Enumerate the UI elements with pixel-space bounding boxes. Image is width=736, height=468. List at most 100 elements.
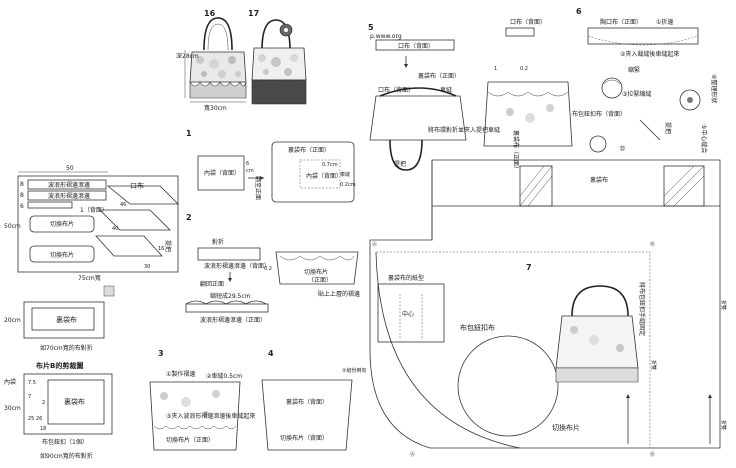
step2-fold: 對折 [212,238,224,246]
anchor-a1: Ⓐ [372,241,377,248]
step3-stitch: ②車縫0.5cm [206,372,242,380]
step1-cm: cm [246,168,254,174]
step5-handle: 提把 [394,160,406,168]
pattern-center: 中心 [402,310,414,318]
handle-label: 提把 [164,240,172,252]
step6-pocket: 胸口布（正面） [600,18,642,26]
step1-lining: 裏袋布（正面） [288,146,330,154]
step1-d02: 0.2cm [340,182,356,188]
step6-fold: ①折邊 [656,18,673,26]
step5-handle-note: 將布環對折並夾入提把車縫 [428,126,500,134]
width-label: 寬30cm [204,104,227,112]
b-title: 布片B的剪裁圖 [36,361,83,370]
pocket-label: 口布 [130,181,144,190]
pattern-button: 布包鈕扣布 [460,323,495,332]
step2-note: 貼上上層的褶邊 [318,290,360,298]
layout-a-height: 50cm [4,223,21,230]
step2-d02: 0.2 [264,266,272,272]
m6: 6 [20,203,24,210]
bag17-illustration [251,19,307,105]
b-h30: 30cm [4,405,21,412]
lining-b2: 裏袋布 [64,397,85,406]
step6-handle: 提把 [664,122,672,134]
step6-knot: ④整理形狀 [710,74,718,103]
step6-shrink: 縮緊 [628,66,640,74]
step3-insert: ③夾入波浪形褶邊滾邊後車縫起來 [166,412,255,420]
step5-lining2: 裏袋布（正面） [512,130,520,172]
step5-pocket: 口布（背面） [398,42,434,50]
inner-b: 內袋 [4,378,16,386]
step3-make: ①製作褶邊 [166,370,195,378]
pattern-fold2: 折雙 [650,360,657,370]
cutting-layout-a: 50 8 波浪形褶邊滾邊 8 波浪形褶邊滾邊 6 1（背面） 口布 46 40 … [4,165,179,297]
pattern-cut: 切換布片 [552,423,580,432]
height-label: 深28cm [176,52,199,60]
step5-pocket2: 口布（背面） [510,18,546,26]
d30: 30 [144,264,150,270]
step4-number: 4 [268,349,274,358]
layout-a-top-dim: 50 [66,165,74,172]
step1-stitch: 車縫 [340,171,350,178]
step1-d07: 0.7cm [322,162,338,168]
anchor-b1: Ⓑ [650,241,655,248]
step-7-pattern: 裏袋布 7 裏袋布的紙型 中心 布包鈕扣布 將布包鈕扣手縫固定 切換布片 Ⓐ Ⓑ… [369,159,727,458]
step6-back: 布包鈕扣布（背面） [572,110,626,118]
ruffle-strip-2: 波浪形褶邊滾邊 [48,192,90,200]
anchor-a2: Ⓐ [410,451,415,458]
b-width2: 如90cm寬的布對折 [40,452,93,460]
step1-d6: 6 [246,161,249,167]
step6-sew: ②夾入裁縫後車縫起來 [620,50,679,58]
step1-turn: 翻至正面 [254,176,262,200]
step2-ruffle2: 波浪形褶邊滾邊（正面） [200,316,266,324]
bag17-label: 17 [248,9,259,18]
n7: 7 [28,394,31,400]
step6-cut: 剪 [620,145,625,152]
bag16-label: 16 [204,9,216,18]
step-4: 4 裏袋布（背面） 切換布片（背面） ②縫份倒向 [261,349,366,451]
n75: 7.5 [28,380,36,386]
step5-bag-face: 口布（背面） [378,86,414,94]
m8b: 8 [20,192,24,199]
pattern-fold: 折雙 [720,300,727,310]
product-illustrations: 16 17 深28cm 寬30cm [176,9,307,112]
step2-cut: 切換布片 [304,268,328,276]
hatch-box-right [663,165,705,207]
bag16-illustration [189,17,247,99]
d46: 46 [120,202,126,208]
d16: 16 [158,246,164,252]
step1-pocket2: 內袋（背面） [306,172,342,180]
n26: 26 [36,416,42,422]
pattern-lining: 裏袋布 [590,176,608,184]
step-2: 2 對折 波浪形褶邊滾邊（背面） 翻回正面 縮短成29.5cm 波浪形褶邊滾邊（… [185,213,360,324]
step5-lining: 裏袋布（正面） [418,72,460,80]
step4-note: ②縫份倒向 [342,367,366,374]
pattern-fold3: 折雙 [720,420,727,430]
step2-cut2: （正面） [308,277,332,284]
step2-ruffle: 波浪形褶邊滾邊（背面） [204,262,270,270]
ruffle-strip-1: 波浪形褶邊滾邊 [48,181,90,189]
step7-number: 7 [526,263,532,272]
hatch-box-left [519,165,553,207]
d40: 40 [112,226,118,232]
finished-bag-sketch [555,285,639,383]
step5-stitch: 車縫 [440,86,452,94]
pattern-handle-note: 將布包鈕扣手縫固定 [638,282,646,336]
lining-b: 裏袋布 [56,315,77,324]
n25: 25 [28,416,34,422]
step5-number: 5 [368,23,374,32]
one-back: 1（背面） [80,206,108,214]
m8a: 8 [20,181,24,188]
cutting-layout-b: 裏袋布 20cm 如70cm寬的布對折 布片B的剪裁圖 裏袋布 內袋 30cm … [4,301,113,460]
strip-2: 切換布片 [50,251,74,259]
step2-turn: 翻回正面 [200,280,224,288]
step-3: 3 ①製作褶邊 ②車縫0.5cm ③夾入波浪形褶邊滾邊後車縫起來 切換布片（正面… [149,349,255,451]
layout-a-width: 75cm寬 [78,274,101,282]
step5-one: 1 [494,66,497,72]
step3-number: 3 [158,349,164,358]
step-6: 6 胸口布（正面） ①折邊 ②夾入裁縫後車縫起來 縮緊 ③拉緊縮縫 ④整理形狀 … [572,7,718,153]
anchor-b2: Ⓑ [650,451,655,458]
step-1: 1 內袋（背面） 6 cm 翻至正面 裏袋布（正面） 0.7cm 內袋（背面） … [186,129,356,203]
step6-stitch: ⑤中心縫合 [700,124,708,153]
